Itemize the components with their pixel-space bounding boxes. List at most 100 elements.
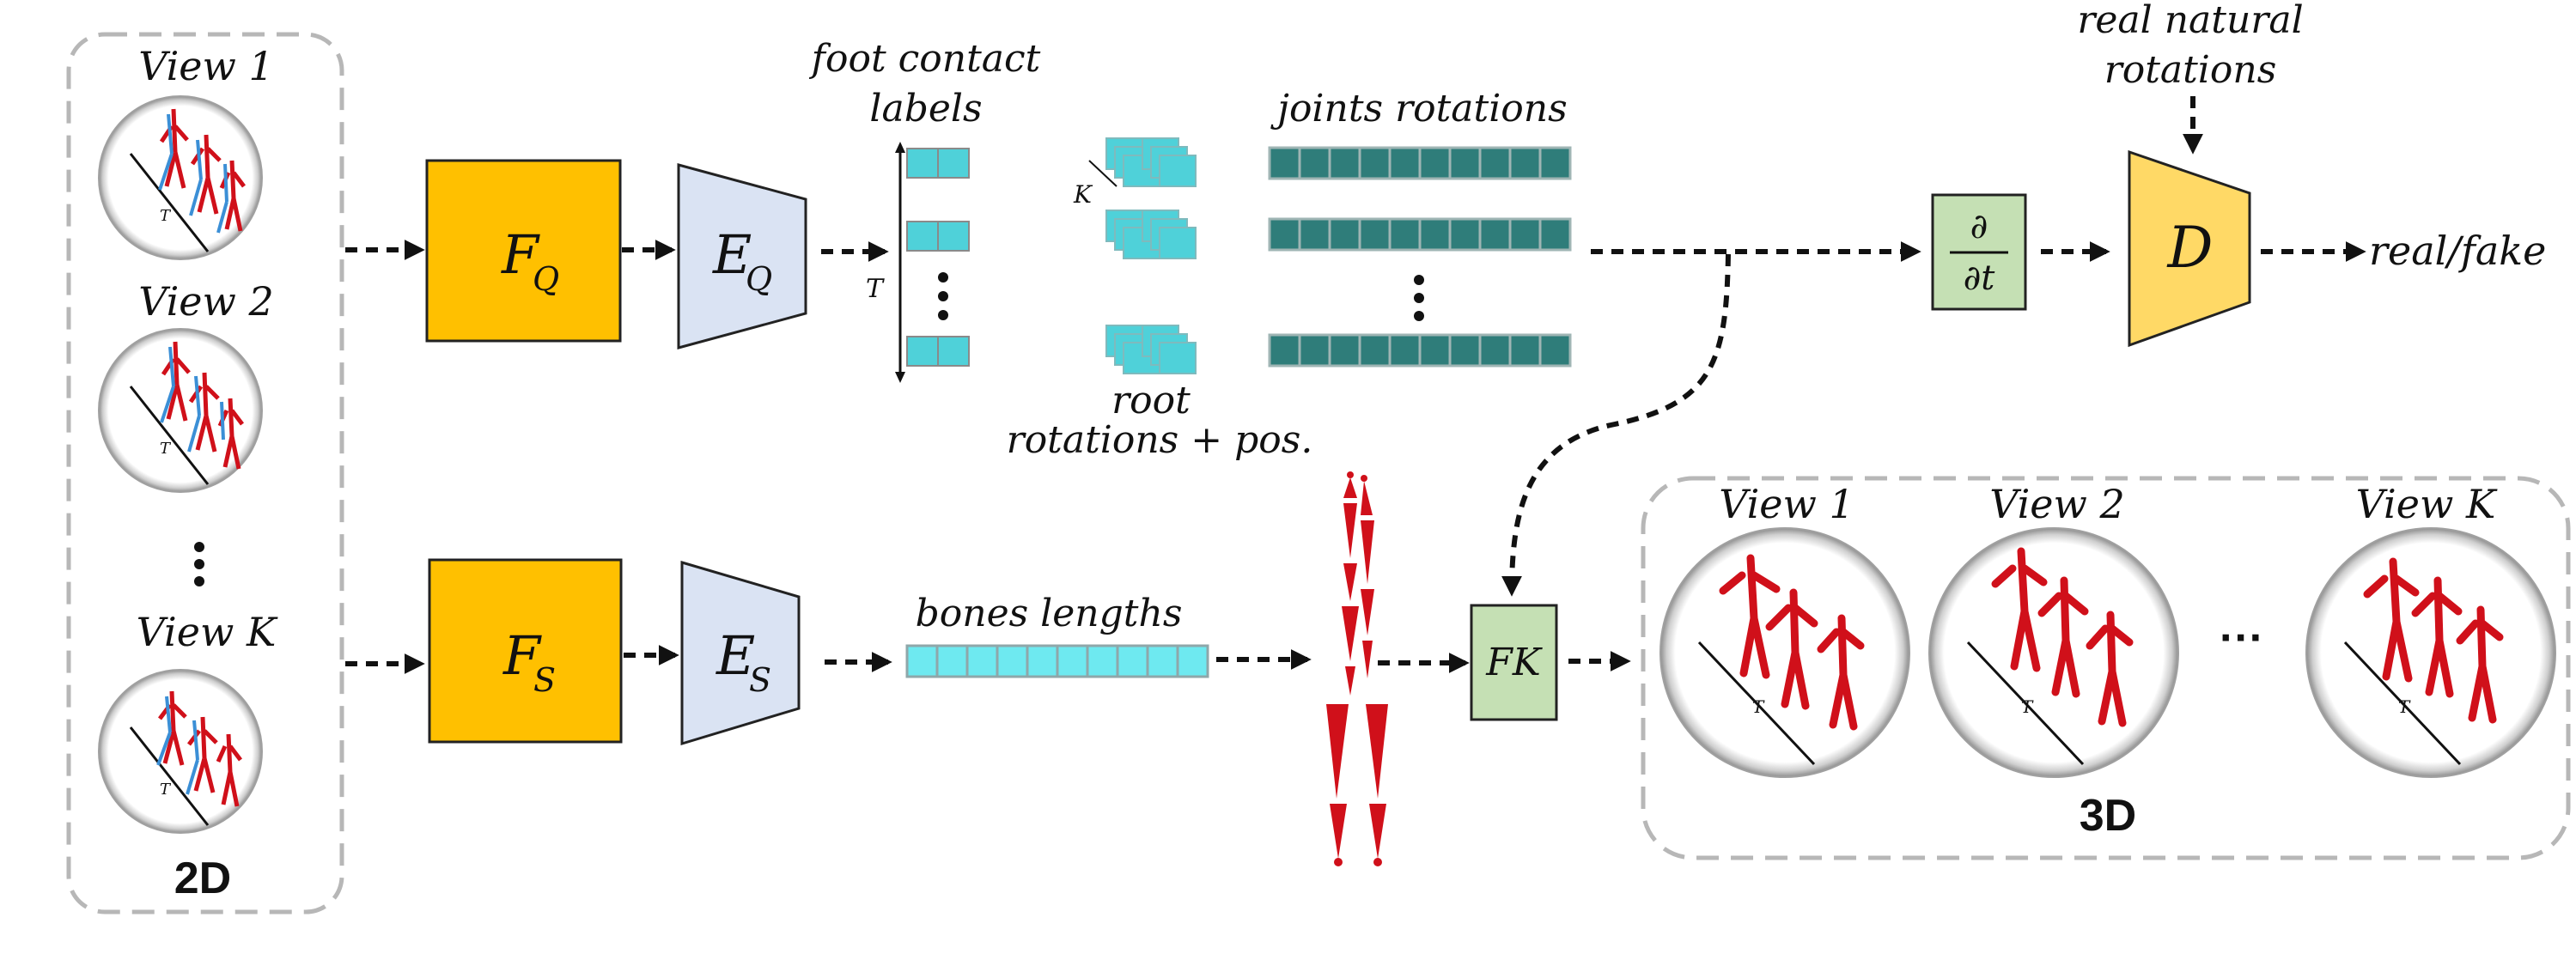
- joint-rotation-cell: [1538, 146, 1572, 180]
- input-view-1-time-label: T: [160, 207, 172, 225]
- joint-rotation-cell: [1298, 333, 1331, 368]
- bone-length-cell: [965, 644, 999, 678]
- bone-length-cell: [1026, 644, 1059, 678]
- joint-rotation-cell: [1328, 146, 1361, 180]
- joint-rotation-cell: [1508, 146, 1542, 180]
- joint-rotation-cell: [1268, 146, 1301, 180]
- joint-rotation-cell: [1328, 333, 1361, 368]
- joints-ellipsis: [1414, 275, 1424, 321]
- joint-rotation-cell: [1268, 217, 1301, 252]
- bone-length-cell: [905, 644, 939, 678]
- es-sub-label: S: [749, 661, 771, 699]
- real-fake-label: real/fake: [2369, 228, 2546, 274]
- stack-depth-marker: K: [1073, 160, 1117, 209]
- fq-sub-label: Q: [533, 260, 559, 298]
- joint-rotation-cell: [1538, 333, 1572, 368]
- joint-rotation-cell: [1388, 146, 1422, 180]
- foot-contact-label-line-2: labels: [869, 87, 982, 131]
- time-axis-label: T: [866, 274, 885, 304]
- joint-rotation-cell: [1358, 333, 1392, 368]
- root-rotation-stacks: [1105, 137, 1197, 374]
- output-3d-label: 3D: [2080, 791, 2136, 841]
- fs-block: F S: [428, 558, 623, 744]
- joint-rotation-cell: [1448, 146, 1482, 180]
- joints-rotations-label: joints rotations: [1270, 87, 1567, 131]
- joint-rotation-cell: [1388, 333, 1422, 368]
- joint-rotation-cell: [1388, 217, 1422, 252]
- input-2d-label: 2D: [174, 854, 231, 903]
- joint-rotation-cell: [1358, 146, 1392, 180]
- foot-contact-cells: [906, 148, 970, 367]
- output-view-1-circle: T: [1659, 527, 1910, 778]
- output-view-2-time-label: T: [2021, 696, 2034, 717]
- output-view-2-label: View 2: [1989, 481, 2125, 527]
- derivative-denominator: ∂t: [1964, 258, 1996, 298]
- arrow-rotations-to-fk: [1501, 253, 1731, 597]
- output-view-2-circle: T: [1928, 527, 2179, 778]
- foot-contact-label-line-1: foot contact: [809, 37, 1041, 81]
- input-2d-frame: [66, 32, 344, 915]
- output-view-1-label: View 1: [1719, 481, 1854, 527]
- joint-rotation-cell: [1418, 217, 1452, 252]
- joint-rotation-cell: [1358, 217, 1392, 252]
- input-view-1-label: View 1: [138, 43, 274, 89]
- root-label-line-2: rotations + pos.: [1007, 418, 1313, 462]
- input-view-k-label: View K: [137, 609, 278, 655]
- fq-main-label: F: [501, 223, 540, 286]
- bone-length-cell: [1176, 644, 1209, 678]
- joint-rotation-cell: [1418, 146, 1452, 180]
- derivative-block: ∂ ∂t: [1931, 193, 2027, 311]
- joint-rotation-cell: [1538, 217, 1572, 252]
- foot-contact-ellipsis: [938, 272, 948, 320]
- joint-rotation-cell: [1298, 146, 1331, 180]
- fk-label: FK: [1485, 641, 1543, 684]
- bone-length-cell: [1116, 644, 1149, 678]
- joint-rotation-cell: [1478, 333, 1512, 368]
- joint-rotation-cell: [1448, 217, 1482, 252]
- input-view-2-time-label: T: [160, 440, 172, 458]
- joint-rotation-cell: [1418, 333, 1452, 368]
- joint-rotation-cell: [1478, 146, 1512, 180]
- discriminator-block: D: [2128, 149, 2251, 348]
- bone-length-cell: [996, 644, 1029, 678]
- output-view-k-time-label: T: [2398, 696, 2411, 717]
- joints-rotation-rows: [1268, 146, 1572, 368]
- joint-rotation-cell: [1508, 217, 1542, 252]
- joint-rotation-cell: [1298, 217, 1331, 252]
- eq-block: E Q: [677, 163, 807, 349]
- es-block: E S: [680, 560, 801, 746]
- input-view-1-circle: T: [98, 95, 263, 260]
- stack-depth-label: K: [1073, 180, 1093, 209]
- joint-rotation-cell: [1328, 217, 1361, 252]
- fs-sub-label: S: [533, 661, 556, 699]
- joint-rotation-cell: [1508, 333, 1542, 368]
- input-view-k-time-label: T: [160, 781, 172, 799]
- real-natural-label-line-2: rotations: [2104, 48, 2277, 92]
- bone-length-cell: [935, 644, 969, 678]
- input-view-2-circle: T: [98, 328, 263, 493]
- real-natural-label-line-1: real natural: [2077, 0, 2303, 42]
- bone-length-cell: [1086, 644, 1119, 678]
- output-view-1-time-label: T: [1752, 696, 1765, 717]
- input-vertical-ellipsis: [194, 542, 204, 586]
- fk-block: FK: [1470, 604, 1558, 721]
- joint-rotation-cell: [1478, 217, 1512, 252]
- input-view-k-circle: T: [98, 669, 263, 834]
- bone-length-cell: [1146, 644, 1179, 678]
- joint-rotation-cell: [1448, 333, 1482, 368]
- bone-skeleton-icon: [1326, 471, 1388, 866]
- bone-length-cell: [1056, 644, 1089, 678]
- derivative-numerator: ∂: [1970, 207, 1988, 246]
- time-axis: T: [866, 142, 905, 383]
- root-label-line-1: root: [1111, 379, 1191, 422]
- input-view-2-label: View 2: [138, 278, 274, 325]
- joint-rotation-cell: [1268, 333, 1301, 368]
- output-3d-frame: [1641, 476, 2571, 860]
- eq-sub-label: Q: [746, 260, 772, 298]
- bones-lengths-row: [905, 644, 1209, 678]
- eq-main-label: E: [712, 223, 752, 286]
- output-horizontal-ellipsis: ···: [2220, 613, 2264, 663]
- output-view-k-label: View K: [2356, 481, 2498, 527]
- fs-main-label: F: [502, 624, 542, 687]
